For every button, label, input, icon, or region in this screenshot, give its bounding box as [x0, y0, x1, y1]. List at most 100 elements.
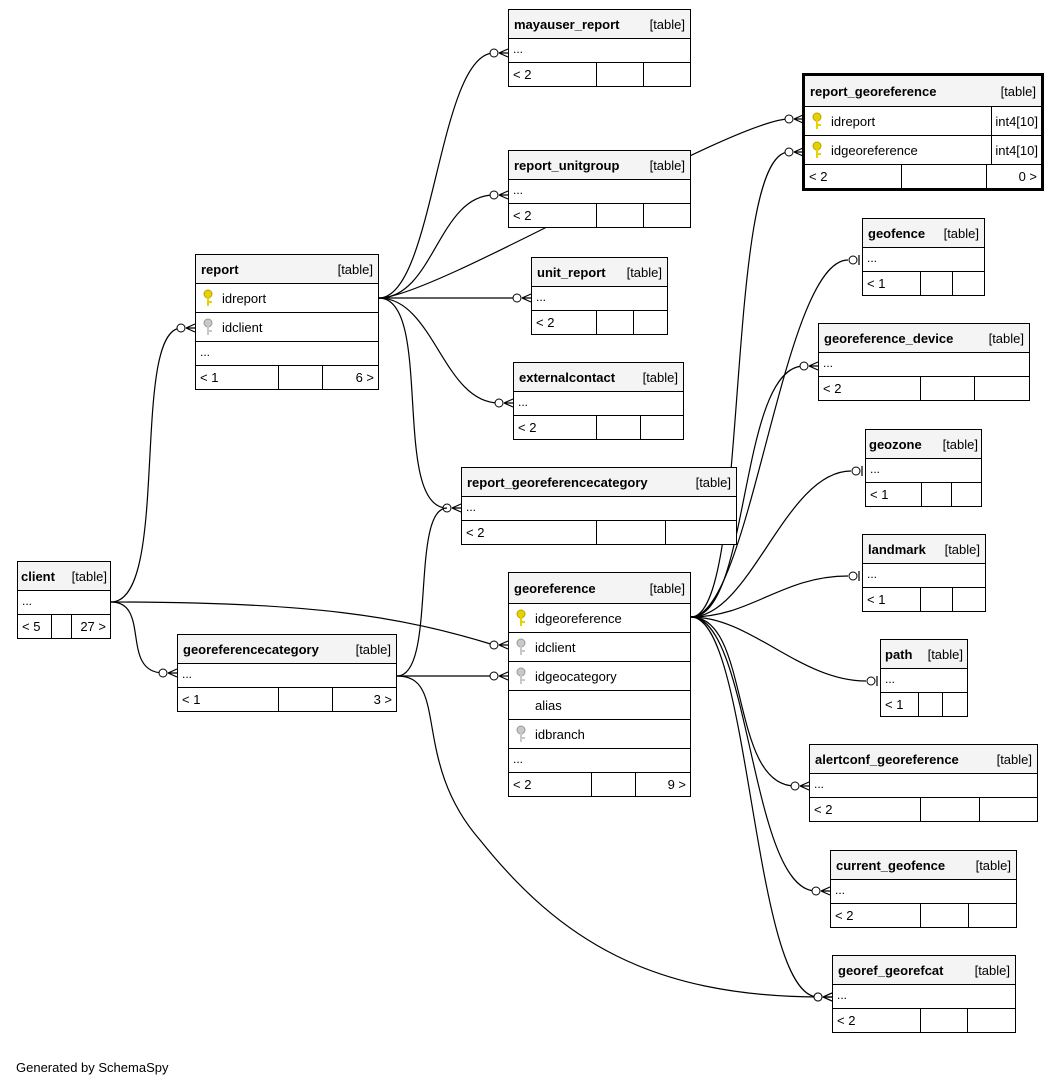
table-georeference-device[interactable]: georeference_device [table] ... < 2 [818, 323, 1030, 401]
more-columns: ... [810, 774, 1037, 798]
column-row[interactable]: idclient [509, 633, 690, 662]
table-tag: [table] [927, 646, 963, 662]
parents-count: < 1 [196, 366, 279, 389]
foot-mid [921, 798, 980, 821]
more-columns: ... [178, 664, 396, 688]
table-landmark[interactable]: landmark[table] ... < 1 [862, 534, 986, 612]
children-count [968, 1009, 1015, 1032]
generated-by-credit: Generated by SchemaSpy [16, 1060, 169, 1075]
column-row[interactable]: idgeocategory [509, 662, 690, 691]
table-name: georeference_device [824, 330, 954, 346]
children-count: 27 > [80, 619, 106, 634]
table-name: georef_georefcat [838, 962, 944, 978]
column-row[interactable]: idreport int4[10] [805, 107, 1041, 136]
table-tag: [table] [695, 474, 731, 490]
column-name: idreport [831, 113, 876, 129]
more-columns: ... [514, 392, 683, 416]
children-count [953, 588, 985, 611]
parents-count: < 2 [805, 165, 902, 188]
table-externalcontact[interactable]: externalcontact [table] ... < 2 [513, 362, 684, 440]
table-name: geozone [869, 436, 922, 452]
table-georeference[interactable]: georeference [table] idgeoreference idcli… [508, 572, 691, 797]
children-count [953, 272, 984, 295]
children-count [969, 904, 1016, 927]
parents-count: < 2 [462, 521, 597, 544]
table-unit-report[interactable]: unit_report[table] ... < 2 [531, 257, 668, 335]
more-columns: ... [509, 180, 690, 204]
more-columns: ... [196, 342, 378, 366]
table-geofence[interactable]: geofence[table] ... < 1 [862, 218, 985, 296]
foot-mid [592, 773, 636, 796]
children-count [644, 204, 690, 227]
table-tag: [table] [974, 962, 1010, 978]
table-name: report [201, 261, 239, 277]
table-tag: [table] [996, 751, 1032, 767]
column-row[interactable]: idclient [196, 313, 378, 342]
column-row[interactable]: idbranch [509, 720, 690, 749]
table-report-georeferencecategory[interactable]: report_georeferencecategory[table] ... <… [461, 467, 737, 545]
table-name: externalcontact [519, 369, 616, 385]
table-mayauser-report[interactable]: mayauser_report[table] ... < 2 [508, 9, 691, 87]
more-columns: ... [831, 880, 1016, 904]
children-count [952, 483, 981, 506]
table-name: geofence [868, 225, 926, 241]
more-columns: ... [881, 669, 967, 693]
table-name: georeference [514, 580, 596, 596]
table-alertconf-georeference[interactable]: alertconf_georeference[table] ... < 2 [809, 744, 1038, 822]
parents-count: < 2 [831, 904, 921, 927]
parents-count: < 1 [863, 588, 921, 611]
parents-count: < 2 [819, 377, 921, 400]
foot-mid [902, 165, 987, 188]
table-name: landmark [868, 541, 926, 557]
more-columns: ... [819, 353, 1029, 377]
children-count [943, 693, 967, 716]
column-row[interactable]: alias [509, 691, 690, 720]
more-columns: ... [863, 564, 985, 588]
table-current-geofence[interactable]: current_geofence[table] ... < 2 [830, 850, 1017, 928]
foot-mid [597, 311, 634, 334]
table-tag: [table] [355, 641, 391, 657]
table-name: client [21, 568, 55, 584]
foot-mid [921, 904, 969, 927]
table-path[interactable]: path[table] ... < 1 [880, 639, 968, 717]
table-tag: [table] [988, 330, 1024, 346]
children-count [641, 416, 683, 439]
table-tag: [table] [642, 369, 678, 385]
table-tag: [table] [649, 157, 685, 173]
parents-count: < 1 [863, 272, 921, 295]
table-georef-georefcat[interactable]: georef_georefcat[table] ... < 2 [832, 955, 1016, 1033]
children-count [644, 63, 690, 86]
children-count: 6 > [355, 370, 374, 385]
foot-mid [921, 588, 953, 611]
table-report-unitgroup[interactable]: report_unitgroup[table] ... < 2 [508, 150, 691, 228]
more-columns: ... [833, 985, 1015, 1009]
foot-mid [921, 1009, 968, 1032]
primary-key-icon [202, 289, 216, 307]
table-geozone[interactable]: geozone[table] ... < 1 [865, 429, 982, 507]
children-count [975, 377, 1029, 400]
column-name: idclient [535, 639, 576, 655]
more-columns: ... [18, 591, 110, 615]
column-type: int4[10] [991, 107, 1041, 135]
table-tag: [table] [649, 580, 685, 596]
children-count: 3 > [373, 692, 392, 707]
column-row[interactable]: idgeoreference [509, 604, 690, 633]
parents-count: < 2 [514, 416, 597, 439]
column-name: alias [535, 697, 562, 713]
more-columns: ... [863, 248, 984, 272]
column-row[interactable]: idreport [196, 284, 378, 313]
table-name: report_georeference [810, 83, 937, 99]
foot-mid [52, 615, 72, 638]
foot-mid [597, 63, 644, 86]
foreign-key-icon [202, 318, 216, 336]
more-columns: ... [509, 749, 690, 773]
children-count [634, 311, 667, 334]
table-name: path [885, 646, 913, 662]
children-count: 9 > [667, 777, 686, 792]
parents-count: < 5 [18, 615, 52, 638]
